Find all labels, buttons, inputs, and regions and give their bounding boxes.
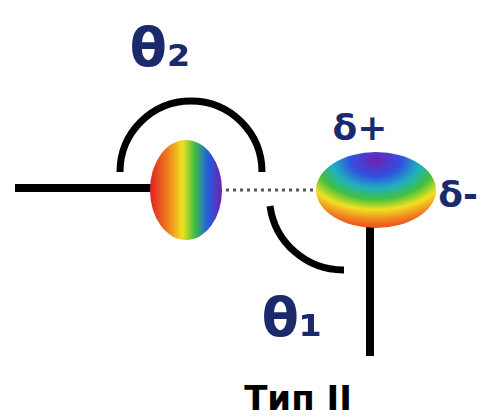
angle-label: θ₁ bbox=[262, 291, 323, 345]
charge-label: δ- bbox=[438, 177, 478, 213]
atom-ellipsoid bbox=[316, 152, 436, 228]
bond-line bbox=[15, 184, 155, 192]
angle-label: θ₂ bbox=[130, 21, 191, 75]
atom-ellipsoid bbox=[150, 140, 222, 240]
halogen-bond-dots bbox=[226, 189, 316, 192]
figure-caption: Тип II bbox=[244, 381, 352, 415]
bond-line bbox=[366, 222, 374, 356]
charge-label: δ+ bbox=[333, 110, 388, 146]
